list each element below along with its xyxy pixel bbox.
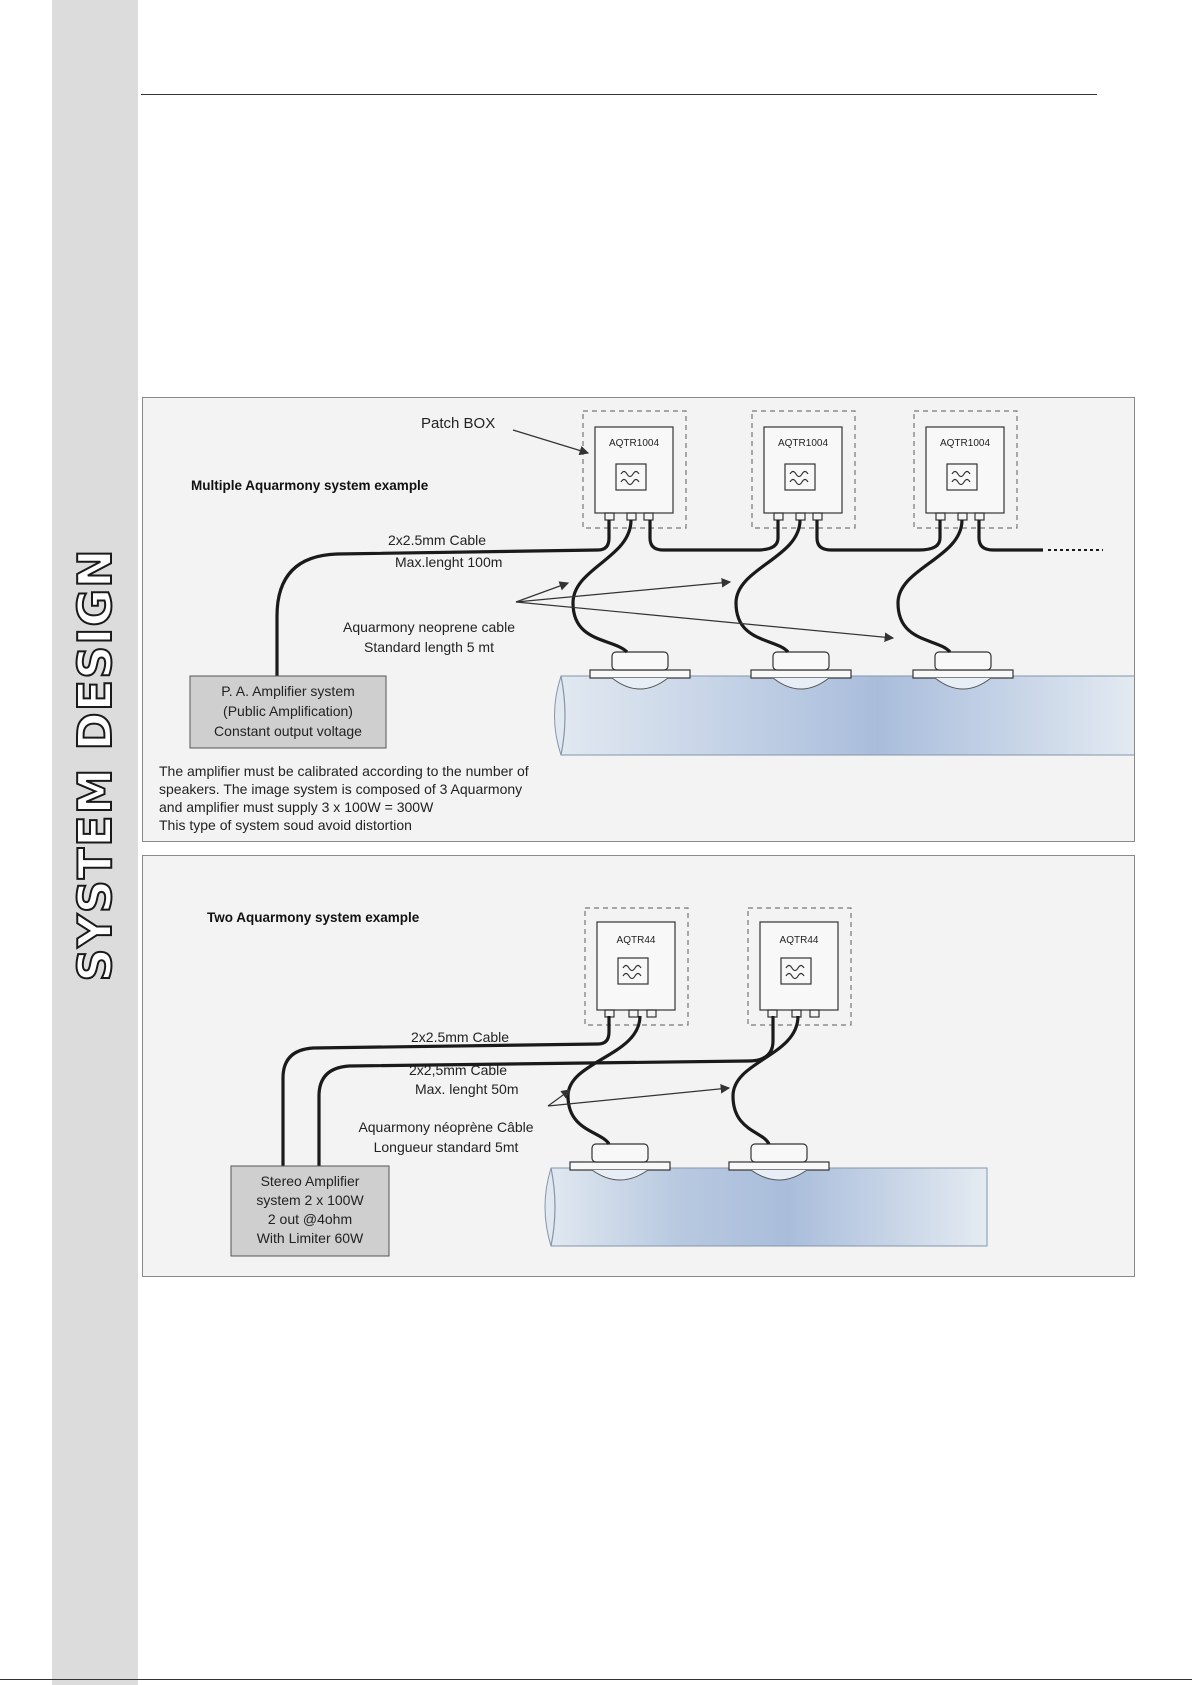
neoprene-cable-2 — [734, 519, 802, 654]
note-line-2: speakers. The image system is composed o… — [159, 781, 522, 797]
stereo-amplifier-box — [230, 1165, 390, 1257]
speaker-3 — [912, 651, 1014, 690]
note-line-3: and amplifier must supply 3 x 100W = 300… — [159, 799, 434, 815]
transformer-label-2: AQTR44 — [780, 935, 819, 946]
two-system-diagram-panel: Stereo Amplifier system 2 x 100W 2 out @… — [142, 855, 1135, 1277]
sidebar-title: SYSTEM DESIGN — [67, 547, 123, 982]
neoprene-cable-1 — [566, 1015, 642, 1146]
stereo-cable-2 — [317, 1016, 775, 1173]
neoprene-arrow-3 — [515, 601, 895, 642]
pool-edge — [550, 1167, 556, 1247]
footer-rule — [0, 1679, 1192, 1680]
neoprene-arrow-2 — [515, 578, 732, 603]
patch-box-2 — [747, 907, 852, 1026]
stereo-cable-1 — [281, 1016, 611, 1173]
cable-label-2: Max.lenght 100m — [395, 554, 502, 570]
cable1-label: 2x2.5mm Cable — [411, 1029, 509, 1045]
patch-box-1 — [584, 907, 689, 1026]
patch-box-arrow — [512, 429, 590, 456]
header-rule — [141, 94, 1097, 95]
neoprene-arrow-2 — [547, 1084, 731, 1107]
neoprene-cable-1 — [571, 519, 633, 654]
diagram2-title: Two Aquarmony system example — [207, 910, 420, 925]
patch-box-1 — [582, 410, 687, 529]
speaker-2 — [728, 1143, 830, 1181]
amp-line-2: (Public Amplification) — [223, 703, 353, 719]
note-line-4: This type of system soud avoid distortio… — [159, 817, 412, 833]
cable2-label-1: 2x2,5mm Cable — [409, 1062, 507, 1078]
multiple-system-diagram-panel: P. A. Amplifier system (Public Amplifica… — [142, 397, 1135, 842]
pa-amplifier-box — [189, 675, 387, 749]
sidebar — [52, 0, 138, 1685]
patch-box-3 — [913, 410, 1018, 529]
speaker-1 — [569, 1143, 671, 1181]
neoprene-label-2: Longueur standard 5mt — [374, 1139, 519, 1155]
pool-water — [554, 675, 1134, 756]
transformer-label-3: AQTR1004 — [940, 438, 990, 449]
cable-label-1: 2x2.5mm Cable — [388, 532, 486, 548]
neoprene-label-1: Aquarmony néoprène Câble — [358, 1119, 533, 1135]
amp-line-3: Constant output voltage — [214, 723, 362, 739]
amp-line-1: Stereo Amplifier — [261, 1173, 360, 1189]
neoprene-cable-3 — [896, 519, 964, 654]
speaker-1 — [589, 651, 691, 690]
neoprene-arrow-1 — [515, 581, 570, 603]
note-line-1: The amplifier must be calibrated accordi… — [159, 763, 529, 779]
transformer-label-2: AQTR1004 — [778, 438, 828, 449]
diagram1-title: Multiple Aquarmony system example — [191, 478, 429, 493]
cable-link-1 — [648, 520, 780, 552]
neoprene-arrow-1 — [547, 1089, 571, 1107]
speaker-2 — [750, 651, 852, 690]
amp-line-2: system 2 x 100W — [256, 1192, 364, 1208]
patch-box-label: Patch BOX — [421, 415, 495, 432]
amp-line-1: P. A. Amplifier system — [221, 683, 355, 699]
cable-link-2 — [815, 520, 942, 552]
transformer-label-1: AQTR1004 — [609, 438, 659, 449]
patch-box-2 — [751, 410, 856, 529]
neoprene-cable-2 — [731, 1015, 800, 1145]
pool-edge — [560, 675, 566, 756]
neoprene-label-2: Standard length 5 mt — [364, 639, 494, 655]
cable-link-3 — [977, 520, 1043, 552]
transformer-label-1: AQTR44 — [617, 935, 656, 946]
main-cable — [275, 520, 611, 676]
amp-line-3: 2 out @4ohm — [268, 1211, 352, 1227]
pool-water — [544, 1167, 988, 1247]
cable2-label-2: Max. lenght 50m — [415, 1081, 519, 1097]
amp-line-4: With Limiter 60W — [257, 1230, 364, 1246]
neoprene-label-1: Aquarmony neoprene cable — [343, 619, 515, 635]
